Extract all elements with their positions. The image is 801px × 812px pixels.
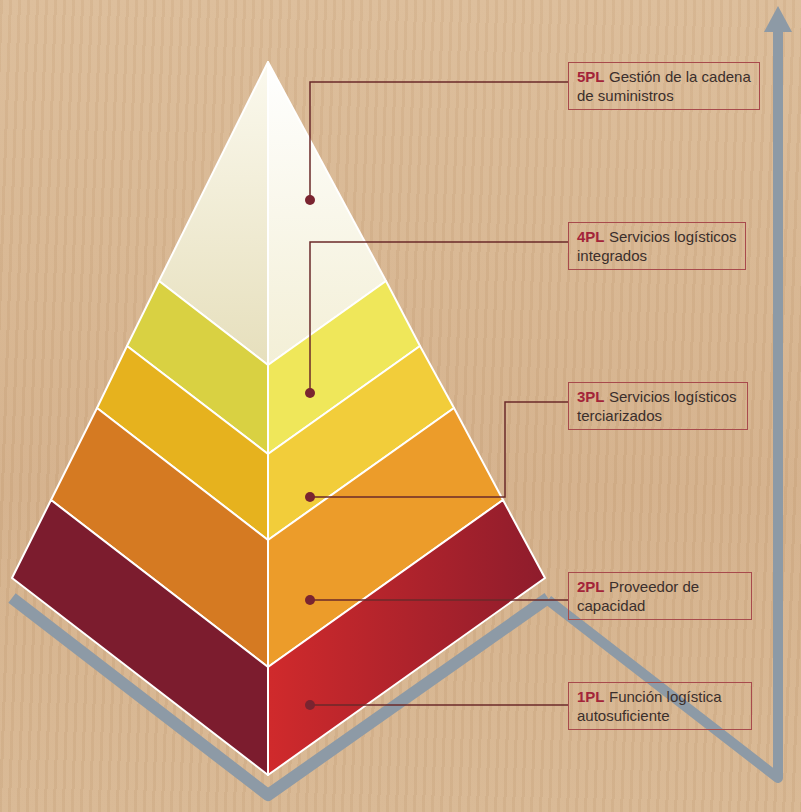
band-1pl-left: [12, 500, 268, 775]
arrow-head: [764, 6, 792, 32]
band-1pl-right: [268, 500, 545, 775]
leader-line: [310, 402, 568, 497]
label-box: 5PLGestión de la cadena de suministros: [568, 62, 760, 110]
level-code: 2PL: [577, 578, 605, 595]
level-code: 5PL: [577, 68, 605, 85]
leader-dot: [305, 595, 315, 605]
label-box: 3PLServicios logísticos terciarizados: [568, 382, 748, 430]
level-code: 1PL: [577, 688, 605, 705]
arrow-shaft: [548, 30, 778, 778]
leader-dot: [305, 388, 315, 398]
label-box: 4PLServicios logísticos integrados: [568, 222, 746, 270]
label-box: 1PLFunción logística autosuficiente: [568, 682, 752, 730]
leader-dot: [305, 195, 315, 205]
leader-line: [310, 599, 568, 601]
leader-line: [310, 82, 568, 200]
level-code: 4PL: [577, 228, 605, 245]
label-box: 2PLProveedor de capacidad: [568, 572, 752, 620]
leader-line: [310, 704, 568, 706]
leader-dot: [305, 700, 315, 710]
level-code: 3PL: [577, 388, 605, 405]
leader-line: [310, 242, 568, 393]
leader-dot: [305, 492, 315, 502]
